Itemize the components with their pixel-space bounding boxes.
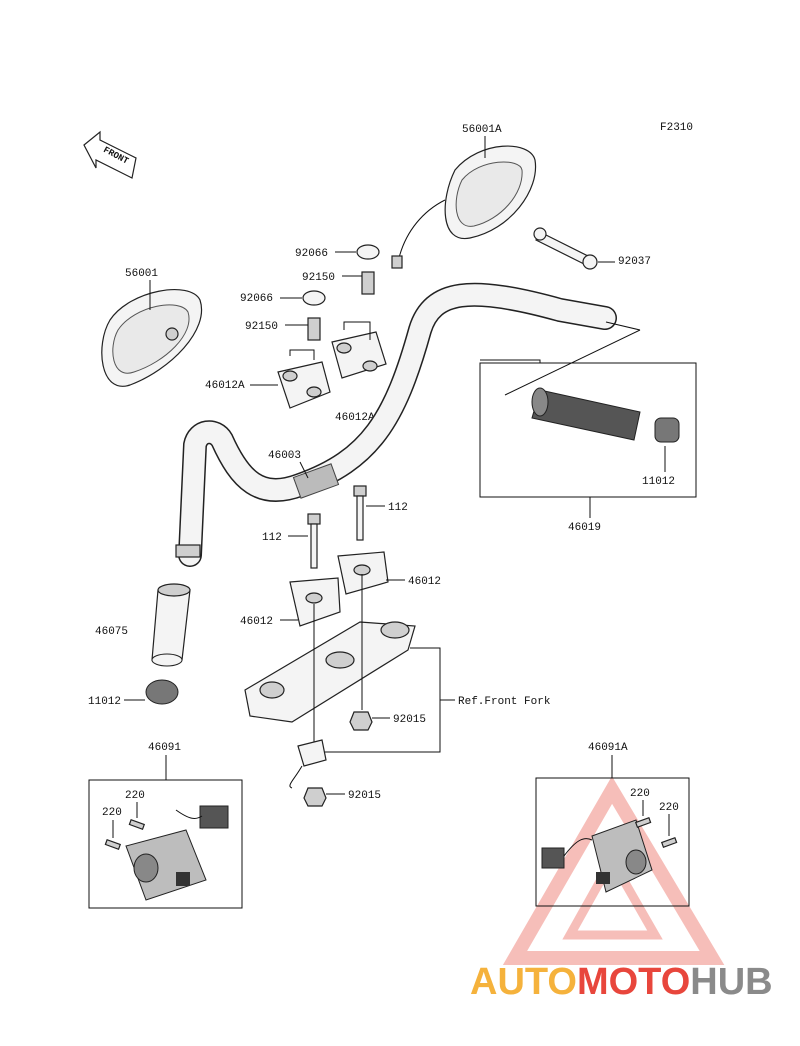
grip-end-cap-b bbox=[145, 679, 179, 705]
left-switch-housing bbox=[125, 805, 229, 901]
label-46019: 46019 bbox=[568, 522, 601, 534]
label-46012A-b: 46012A bbox=[335, 412, 375, 424]
bolt-112-b bbox=[307, 513, 321, 569]
nut-92015-b bbox=[303, 787, 327, 807]
label-220-b: 220 bbox=[102, 807, 122, 819]
upper-bracket bbox=[244, 621, 416, 723]
watermark-part-3: HUB bbox=[690, 961, 772, 1003]
watermark-text: AUTOMOTOHUB bbox=[470, 961, 773, 1003]
nut-92150-a bbox=[361, 271, 375, 295]
label-92037: 92037 bbox=[618, 256, 651, 268]
label-46091: 46091 bbox=[148, 742, 181, 754]
label-46012A-a: 46012A bbox=[205, 380, 245, 392]
label-112-b: 112 bbox=[262, 532, 282, 544]
label-46091A: 46091A bbox=[588, 742, 628, 754]
label-11012-a: 11012 bbox=[642, 476, 675, 488]
watermark-part-1: AUTO bbox=[470, 961, 577, 1003]
throttle-grip-46019 bbox=[531, 387, 641, 441]
nut-92015-a bbox=[349, 711, 373, 731]
front-arrow-icon: FRONT bbox=[83, 130, 137, 179]
label-92066-b: 92066 bbox=[240, 293, 273, 305]
lower-clamp-a bbox=[289, 577, 341, 627]
right-grip-box bbox=[479, 362, 697, 498]
screw-220-a bbox=[128, 818, 146, 830]
upper-clamp-a bbox=[277, 361, 331, 409]
label-220-a: 220 bbox=[125, 790, 145, 802]
handlebar-46003 bbox=[175, 282, 617, 567]
right-switch-box bbox=[535, 777, 690, 907]
watermark-part-2: MOTO bbox=[577, 961, 690, 1003]
label-92066-a: 92066 bbox=[295, 248, 328, 260]
label-46012-b: 46012 bbox=[240, 616, 273, 628]
right-switch-housing bbox=[541, 819, 653, 893]
screw-220-c bbox=[634, 816, 652, 828]
label-220-d: 220 bbox=[659, 802, 679, 814]
svg-text:AUTOMOTOHUB: AUTOMOTOHUB bbox=[470, 961, 773, 1003]
label-92150-a: 92150 bbox=[302, 272, 335, 284]
label-56001A: 56001A bbox=[462, 124, 502, 136]
left-grip-46075 bbox=[151, 583, 191, 667]
screw-220-d bbox=[660, 836, 678, 848]
label-56001: 56001 bbox=[125, 268, 158, 280]
left-mirror bbox=[101, 289, 203, 387]
label-46075: 46075 bbox=[95, 626, 128, 638]
upper-clamp-b bbox=[331, 331, 387, 379]
tool-wrench-92037 bbox=[533, 227, 598, 270]
washer-92066-b bbox=[302, 290, 326, 306]
label-112-a: 112 bbox=[388, 502, 408, 514]
label-92015-a: 92015 bbox=[393, 714, 426, 726]
grip-end-cap-a bbox=[654, 417, 680, 443]
watermark-triangle-icon bbox=[502, 776, 725, 965]
lower-clamp-b bbox=[337, 551, 389, 595]
screw-220-b bbox=[104, 838, 122, 850]
bolt-112-a bbox=[353, 485, 367, 541]
figure-code: F2310 bbox=[660, 122, 693, 134]
nut-92150-b bbox=[307, 317, 321, 341]
label-46003: 46003 bbox=[268, 450, 301, 462]
right-mirror bbox=[391, 145, 537, 269]
label-ref-front-fork: Ref.Front Fork bbox=[458, 696, 551, 708]
label-220-c: 220 bbox=[630, 788, 650, 800]
label-92150-b: 92150 bbox=[245, 321, 278, 333]
label-11012-b: 11012 bbox=[88, 696, 121, 708]
hook-bracket bbox=[289, 739, 327, 789]
label-92015-b: 92015 bbox=[348, 790, 381, 802]
left-switch-box bbox=[88, 779, 243, 909]
label-46012-a: 46012 bbox=[408, 576, 441, 588]
washer-92066-a bbox=[356, 244, 380, 260]
